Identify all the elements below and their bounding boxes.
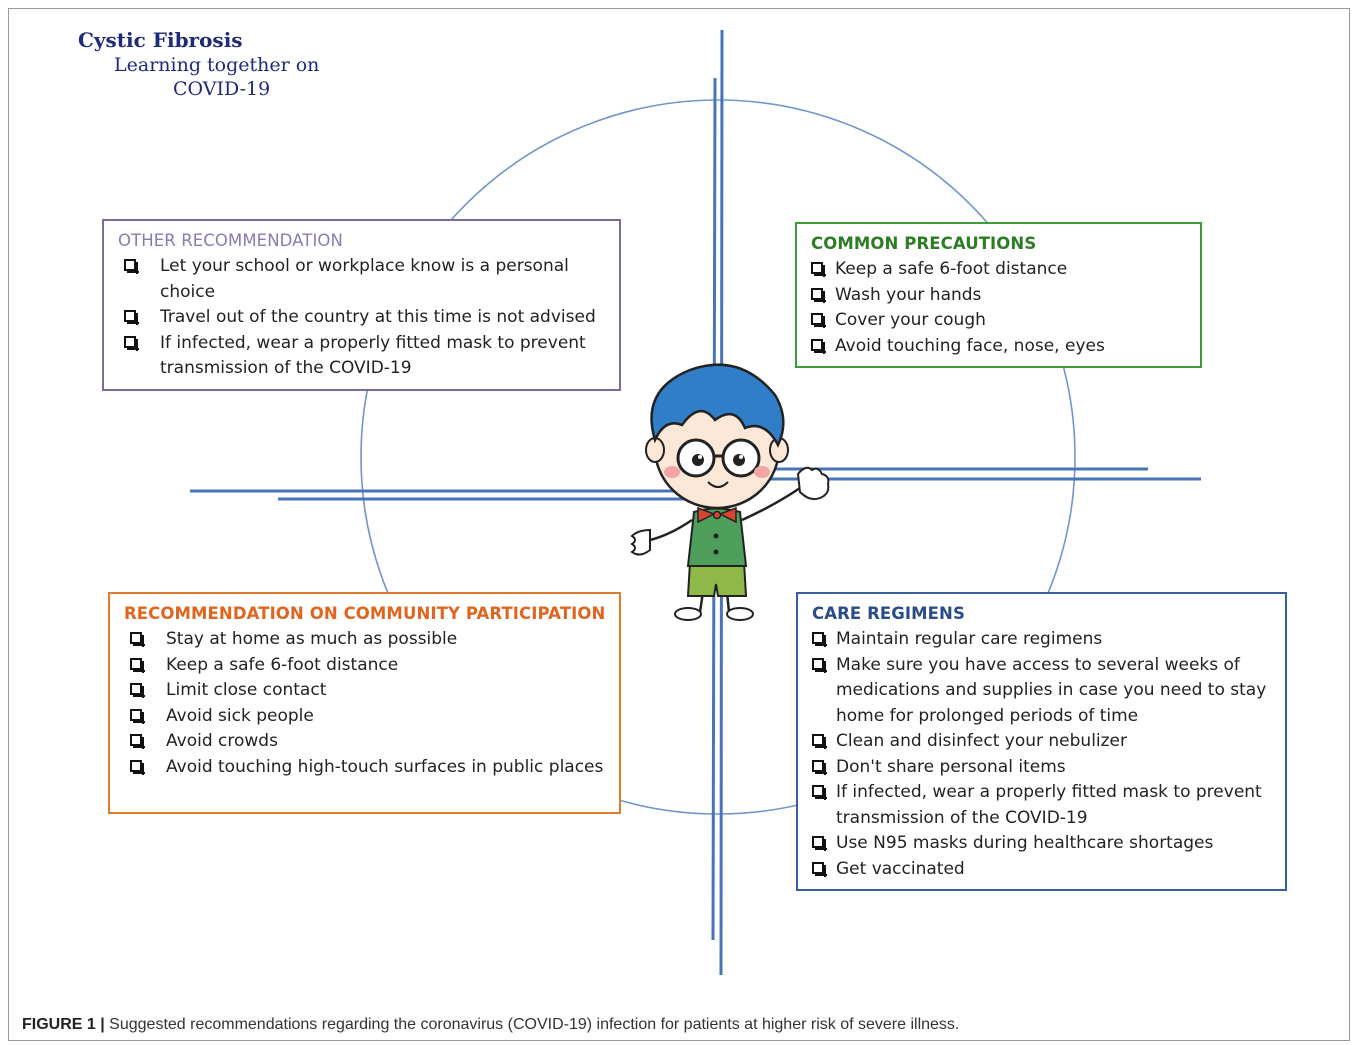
list-item-label: Keep a safe 6-foot distance	[166, 654, 399, 675]
list-item-label: If infected, wear a properly fitted mask…	[836, 782, 1262, 828]
checkbox-icon	[130, 759, 145, 775]
list-item: Get vaccinated	[812, 857, 1273, 883]
checkbox-icon	[130, 708, 145, 724]
list-item: Clean and disinfect your nebulizer	[812, 729, 1273, 755]
checkbox-icon	[124, 310, 139, 325]
logo-title: Cystic Fibrosis	[78, 28, 243, 52]
list-item: Avoid sick people	[124, 704, 607, 730]
list-item-label: Avoid touching high-touch surfaces in pu…	[166, 756, 604, 777]
checklist: Keep a safe 6-foot distance Wash your ha…	[811, 257, 1188, 359]
list-item-label: Avoid crowds	[166, 731, 278, 751]
checkbox-icon	[812, 734, 827, 749]
list-item: If infected, wear a properly fitted mask…	[118, 331, 607, 382]
list-item: Cover your cough	[811, 308, 1188, 334]
list-item: Maintain regular care regimens	[812, 627, 1273, 653]
checklist: Stay at home as much as possible Keep a …	[124, 627, 607, 780]
figure-label: FIGURE 1 |	[22, 1016, 105, 1033]
list-item-label: Avoid sick people	[166, 705, 314, 726]
box-title: RECOMMENDATION ON COMMUNITY PARTICIPATIO…	[124, 604, 606, 623]
checkbox-icon	[130, 734, 145, 749]
box-title: OTHER RECOMMENDATION	[118, 231, 343, 250]
list-item: Avoid crowds	[124, 729, 607, 755]
checkbox-icon	[130, 632, 145, 647]
list-item: Travel out of the country at this time i…	[118, 305, 607, 331]
background-circle	[360, 99, 1076, 815]
list-item-label: Let your school or workplace know is a p…	[160, 256, 569, 302]
checkbox-icon	[811, 287, 826, 303]
list-item: Let your school or workplace know is a p…	[118, 254, 607, 305]
list-item: Make sure you have access to several wee…	[812, 653, 1273, 730]
common-precautions-box: COMMON PRECAUTIONS Keep a safe 6-foot di…	[795, 222, 1202, 368]
checkbox-icon	[812, 785, 827, 800]
list-item: Use N95 masks during healthcare shortage…	[812, 831, 1273, 857]
figure-caption-text: Suggested recommendations regarding the …	[109, 1016, 960, 1033]
checkbox-icon	[812, 836, 827, 851]
care-regimens-box: CARE REGIMENS Maintain regular care regi…	[796, 592, 1287, 891]
checkbox-icon	[812, 861, 827, 877]
checkbox-icon	[812, 759, 827, 775]
cartoon-child-icon	[630, 363, 830, 621]
box-title: CARE REGIMENS	[812, 604, 965, 623]
list-item-label: Get vaccinated	[836, 858, 965, 879]
list-item-label: Limit close contact	[166, 680, 327, 700]
list-item-label: Travel out of the country at this time i…	[160, 307, 596, 327]
list-item: Don't share personal items	[812, 755, 1273, 781]
checkbox-icon	[124, 335, 139, 351]
checkbox-icon	[130, 657, 145, 673]
list-item: Avoid touching high-touch surfaces in pu…	[124, 755, 607, 781]
list-item-label: If infected, wear a properly fitted mask…	[160, 332, 586, 379]
checkbox-icon	[130, 683, 145, 698]
list-item: Stay at home as much as possible	[124, 627, 607, 653]
list-item-label: Avoid touching face, nose, eyes	[835, 335, 1105, 356]
community-participation-box: RECOMMENDATION ON COMMUNITY PARTICIPATIO…	[108, 592, 621, 814]
box-title: COMMON PRECAUTIONS	[811, 234, 1037, 253]
list-item: Avoid touching face, nose, eyes	[811, 334, 1188, 360]
list-item-label: Don't share personal items	[836, 756, 1066, 777]
list-item-label: Stay at home as much as possible	[166, 629, 458, 649]
list-item: Keep a safe 6-foot distance	[124, 653, 607, 679]
checklist: Maintain regular care regimens Make sure…	[812, 627, 1273, 882]
list-item-label: Cover your cough	[835, 310, 986, 330]
list-item: If infected, wear a properly fitted mask…	[812, 780, 1273, 831]
list-item-label: Keep a safe 6-foot distance	[835, 259, 1068, 279]
list-item: Limit close contact	[124, 678, 607, 704]
list-item-label: Use N95 masks during healthcare shortage…	[836, 833, 1214, 853]
list-item-label: Make sure you have access to several wee…	[836, 654, 1267, 726]
checkbox-icon	[124, 259, 139, 274]
checkbox-icon	[812, 632, 827, 647]
list-item: Wash your hands	[811, 283, 1188, 309]
logo-topic: COVID-19	[173, 78, 271, 100]
checkbox-icon	[812, 657, 827, 673]
list-item-label: Clean and disinfect your nebulizer	[836, 731, 1128, 751]
checklist: Let your school or workplace know is a p…	[118, 254, 607, 382]
list-item: Keep a safe 6-foot distance	[811, 257, 1188, 283]
other-recommendation-box: OTHER RECOMMENDATION Let your school or …	[102, 219, 621, 391]
checkbox-icon	[811, 338, 826, 354]
checkbox-icon	[811, 313, 826, 328]
list-item-label: Maintain regular care regimens	[836, 629, 1103, 649]
list-item-label: Wash your hands	[835, 284, 982, 305]
logo: Cystic Fibrosis Learning together on COV…	[78, 28, 319, 100]
figure-caption: FIGURE 1 | Suggested recommendations reg…	[22, 1016, 959, 1034]
checkbox-icon	[811, 262, 826, 277]
logo-subtitle: Learning together on	[114, 54, 320, 76]
